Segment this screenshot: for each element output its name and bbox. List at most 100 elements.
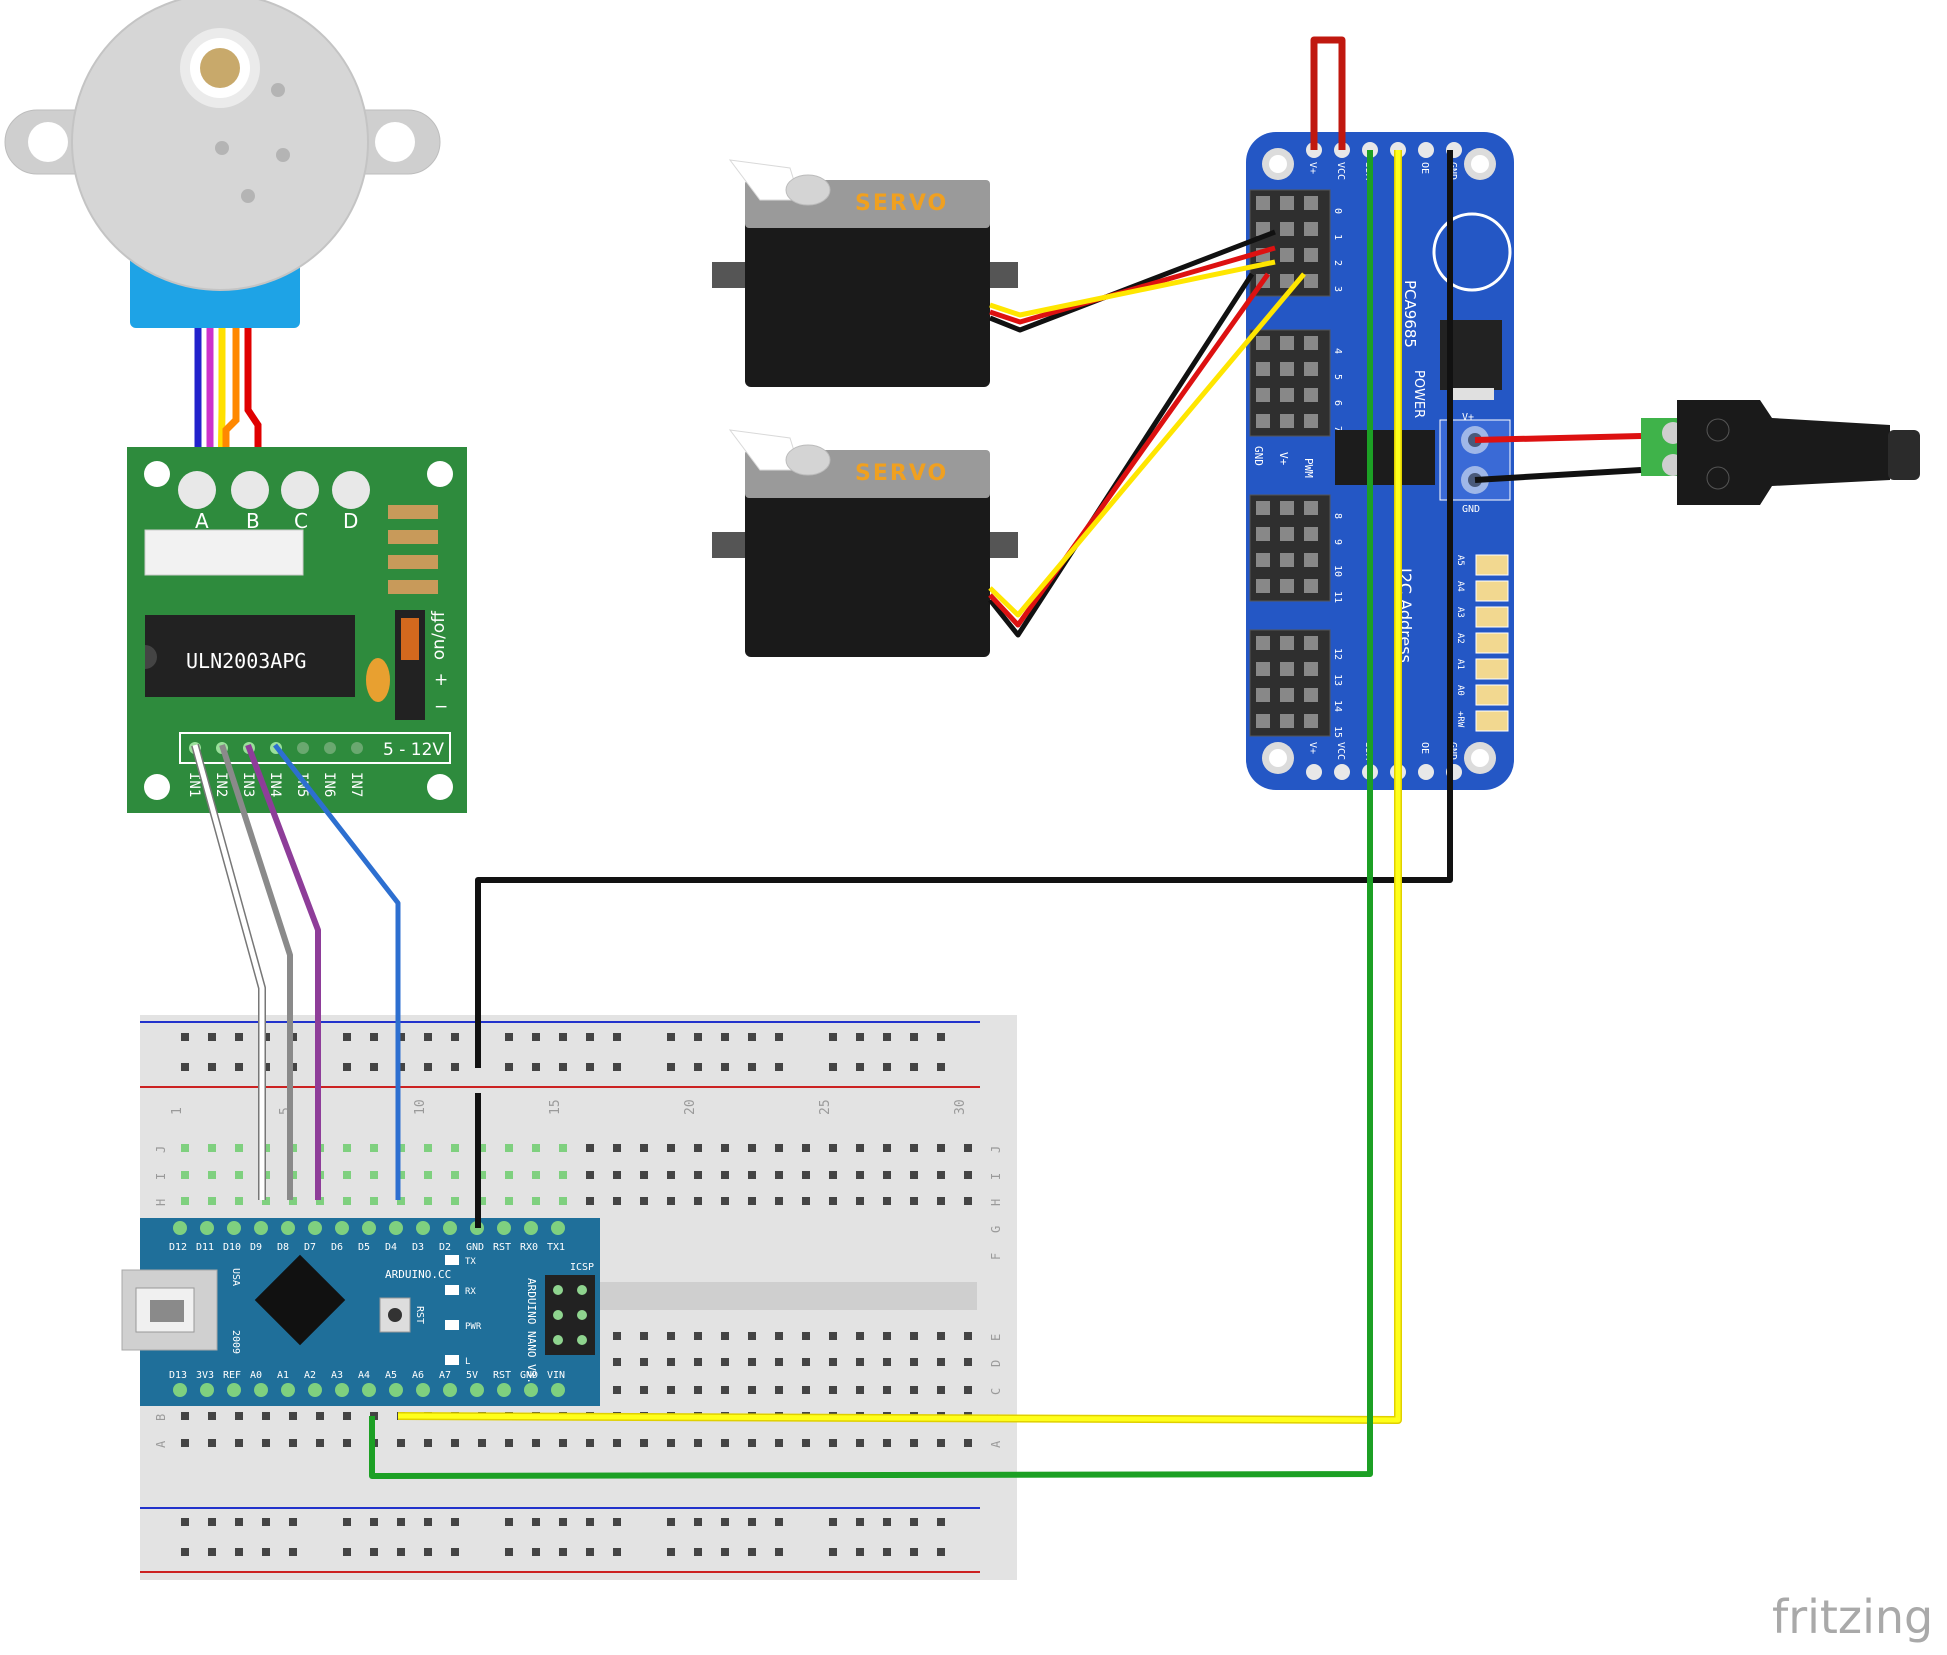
nano-pin: [254, 1383, 268, 1397]
rail-hole: [532, 1063, 540, 1071]
nano-pin: [200, 1221, 214, 1235]
power-jumper: on/off + −: [395, 610, 449, 720]
bb-hole: [424, 1197, 432, 1205]
bb-hole: [883, 1332, 891, 1340]
rail-hole: [559, 1548, 567, 1556]
rail-hole: [910, 1033, 918, 1041]
rail-hole: [424, 1518, 432, 1526]
channel-number: 13: [1332, 674, 1343, 686]
rail-hole: [181, 1063, 189, 1071]
nano-icsp: ICSP: [570, 1262, 594, 1273]
nano-pin: [281, 1383, 295, 1397]
bb-hole: [667, 1332, 675, 1340]
bb-hole: [856, 1439, 864, 1447]
led-label-d: D: [343, 509, 358, 533]
input-label: IN6: [321, 772, 337, 797]
rail-hole: [235, 1548, 243, 1556]
header-pin: [1280, 336, 1294, 350]
address-label: A4: [1455, 581, 1465, 592]
bb-hole: [775, 1439, 783, 1447]
led-pwr: PWR: [465, 1322, 482, 1332]
bb-hole: [883, 1144, 891, 1152]
nano-pin-label: GND: [466, 1242, 484, 1253]
bb-hole: [613, 1197, 621, 1205]
rail-hole: [559, 1033, 567, 1041]
rail-hole: [370, 1063, 378, 1071]
nano-pin: [335, 1383, 349, 1397]
rail-hole: [505, 1033, 513, 1041]
led-label-b: B: [246, 509, 260, 533]
wires: [191, 36, 1642, 1479]
nano-pin-label: GND: [520, 1370, 538, 1381]
pca-pin: [1306, 764, 1322, 780]
bb-hole: [478, 1171, 486, 1179]
channel-number: 3: [1332, 286, 1343, 292]
bb-hole: [667, 1439, 675, 1447]
bb-hole: [883, 1386, 891, 1394]
pca-pin-label: VCC: [1335, 162, 1346, 180]
bb-hole: [235, 1439, 243, 1447]
bb-hole: [937, 1386, 945, 1394]
bb-hole: [505, 1144, 513, 1152]
column-number: 1: [170, 1107, 185, 1115]
rail-hole: [586, 1033, 594, 1041]
header-pin: [1304, 636, 1318, 650]
rail-hole: [613, 1063, 621, 1071]
rail-hole: [883, 1548, 891, 1556]
switch-label-plus: +: [434, 670, 448, 690]
pca-pin-label: OE: [1419, 742, 1430, 754]
bb-hole: [451, 1144, 459, 1152]
header-pin: [1256, 553, 1270, 567]
bb-hole: [181, 1412, 189, 1420]
nano-pin: [362, 1383, 376, 1397]
bb-hole: [910, 1144, 918, 1152]
header-pin: [1304, 196, 1318, 210]
rail-hole: [397, 1063, 405, 1071]
rail-hole: [910, 1518, 918, 1526]
bb-hole: [208, 1197, 216, 1205]
bb-hole: [586, 1439, 594, 1447]
column-number: 5: [278, 1107, 293, 1115]
row-letter: D: [989, 1360, 1003, 1367]
nano-pin-label: D12: [169, 1242, 187, 1253]
bb-hole: [640, 1358, 648, 1366]
channel-number: 1: [1332, 234, 1343, 240]
header-pin: [1256, 222, 1270, 236]
rail-hole: [262, 1518, 270, 1526]
header-pin: [1304, 222, 1318, 236]
rail-hole: [748, 1063, 756, 1071]
rail-hole: [397, 1548, 405, 1556]
bb-hole: [397, 1197, 405, 1205]
header-pin: [1304, 662, 1318, 676]
nano-pin: [227, 1383, 241, 1397]
rail-hole: [910, 1548, 918, 1556]
capacitor: [366, 658, 390, 702]
row-letter: J: [154, 1146, 168, 1153]
rail-hole: [667, 1518, 675, 1526]
rail-hole: [424, 1033, 432, 1041]
rail-hole: [181, 1548, 189, 1556]
bb-hole: [586, 1197, 594, 1205]
bb-hole: [856, 1386, 864, 1394]
row-letter: I: [989, 1173, 1003, 1180]
nano-pin: [227, 1221, 241, 1235]
bb-hole: [910, 1332, 918, 1340]
nano-pin: [308, 1221, 322, 1235]
nano-pin: [443, 1221, 457, 1235]
bb-hole: [694, 1332, 702, 1340]
nano-pin: [443, 1383, 457, 1397]
pca-pin: [1418, 142, 1434, 158]
header-pin: [1280, 274, 1294, 288]
bb-hole: [262, 1197, 270, 1205]
bb-hole: [235, 1144, 243, 1152]
pca-pin-label: OE: [1419, 162, 1430, 174]
bb-hole: [181, 1197, 189, 1205]
rail-hole: [883, 1033, 891, 1041]
header-pin: [1256, 388, 1270, 402]
rail-hole: [343, 1548, 351, 1556]
bb-hole: [694, 1386, 702, 1394]
bb-hole: [802, 1358, 810, 1366]
bb-hole: [640, 1386, 648, 1394]
address-jumper: [1475, 632, 1509, 654]
